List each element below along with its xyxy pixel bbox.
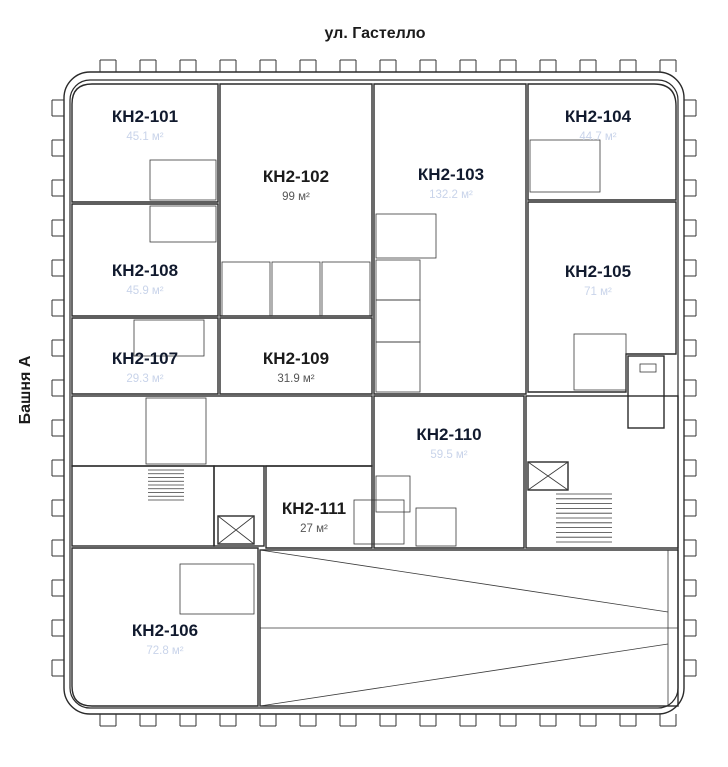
unit-label-kh2-104: КН2-104 44.7 м²	[565, 107, 632, 143]
unit-kh2-101[interactable]	[71, 83, 219, 203]
unit-label-kh2-110: КН2-110 59.5 м²	[416, 425, 481, 461]
unit-label-kh2-106: КН2-106 72.8 м²	[132, 621, 198, 657]
unit-kh2-110[interactable]	[373, 395, 525, 549]
unit-area: 71 м²	[584, 286, 612, 298]
common-area-walls	[71, 355, 679, 707]
unit-name: КН2-103	[418, 165, 484, 184]
unit-area: 72.8 м²	[146, 645, 183, 657]
unit-kh2-104[interactable]	[527, 83, 677, 201]
unit-name: КН2-108	[112, 261, 178, 280]
unit-kh2-109[interactable]	[219, 317, 373, 395]
unit-area: 132.2 м²	[429, 189, 473, 201]
labels: ул. Гастелло Башня А	[17, 25, 426, 424]
unit-label-kh2-102: КН2-102 99 м²	[263, 167, 329, 203]
interior-partitions	[133, 139, 627, 615]
unit-name: КН2-110	[416, 425, 481, 444]
unit-kh2-103[interactable]	[373, 83, 527, 395]
unit-area: 44.7 м²	[579, 131, 616, 143]
window-marks	[51, 59, 697, 727]
unit-label-kh2-101: КН2-101 45.1 м²	[112, 107, 178, 143]
unit-name: КН2-109	[263, 349, 329, 368]
street-label: ул. Гастелло	[324, 25, 425, 42]
building-inner-wall	[69, 79, 679, 709]
unit-area: 27 м²	[300, 523, 328, 535]
unit-name: КН2-107	[112, 349, 178, 368]
unit-area: 45.9 м²	[126, 285, 163, 297]
unit-area: 31.9 м²	[277, 373, 314, 385]
unit-label-kh2-111: КН2-111 27 м²	[282, 499, 346, 535]
unit-kh2-108[interactable]	[71, 203, 219, 317]
unit-name: КН2-102	[263, 167, 329, 186]
unit-label-kh2-108: КН2-108 45.9 м²	[112, 261, 178, 297]
units-layer	[71, 83, 677, 707]
unit-name: КН2-101	[112, 107, 178, 126]
unit-area: 59.5 м²	[430, 449, 467, 461]
unit-kh2-106[interactable]	[71, 547, 259, 707]
unit-label-kh2-105: КН2-105 71 м²	[565, 262, 631, 298]
unit-labels: КН2-101 45.1 м² КН2-102 99 м² КН2-103 13…	[112, 107, 632, 657]
unit-area: 99 м²	[282, 191, 310, 203]
unit-label-kh2-107: КН2-107 29.3 м²	[112, 349, 178, 385]
unit-name: КН2-104	[565, 107, 632, 126]
unit-name: КН2-106	[132, 621, 198, 640]
unit-label-kh2-109: КН2-109 31.9 м²	[263, 349, 329, 385]
unit-label-kh2-103: КН2-103 132.2 м²	[418, 165, 484, 201]
unit-kh2-102[interactable]	[219, 83, 373, 317]
unit-kh2-107[interactable]	[71, 317, 219, 395]
side-label: Башня А	[17, 355, 34, 424]
unit-name: КН2-105	[565, 262, 631, 281]
unit-area: 29.3 м²	[126, 373, 163, 385]
unit-name: КН2-111	[282, 499, 346, 518]
unit-area: 45.1 м²	[126, 131, 163, 143]
